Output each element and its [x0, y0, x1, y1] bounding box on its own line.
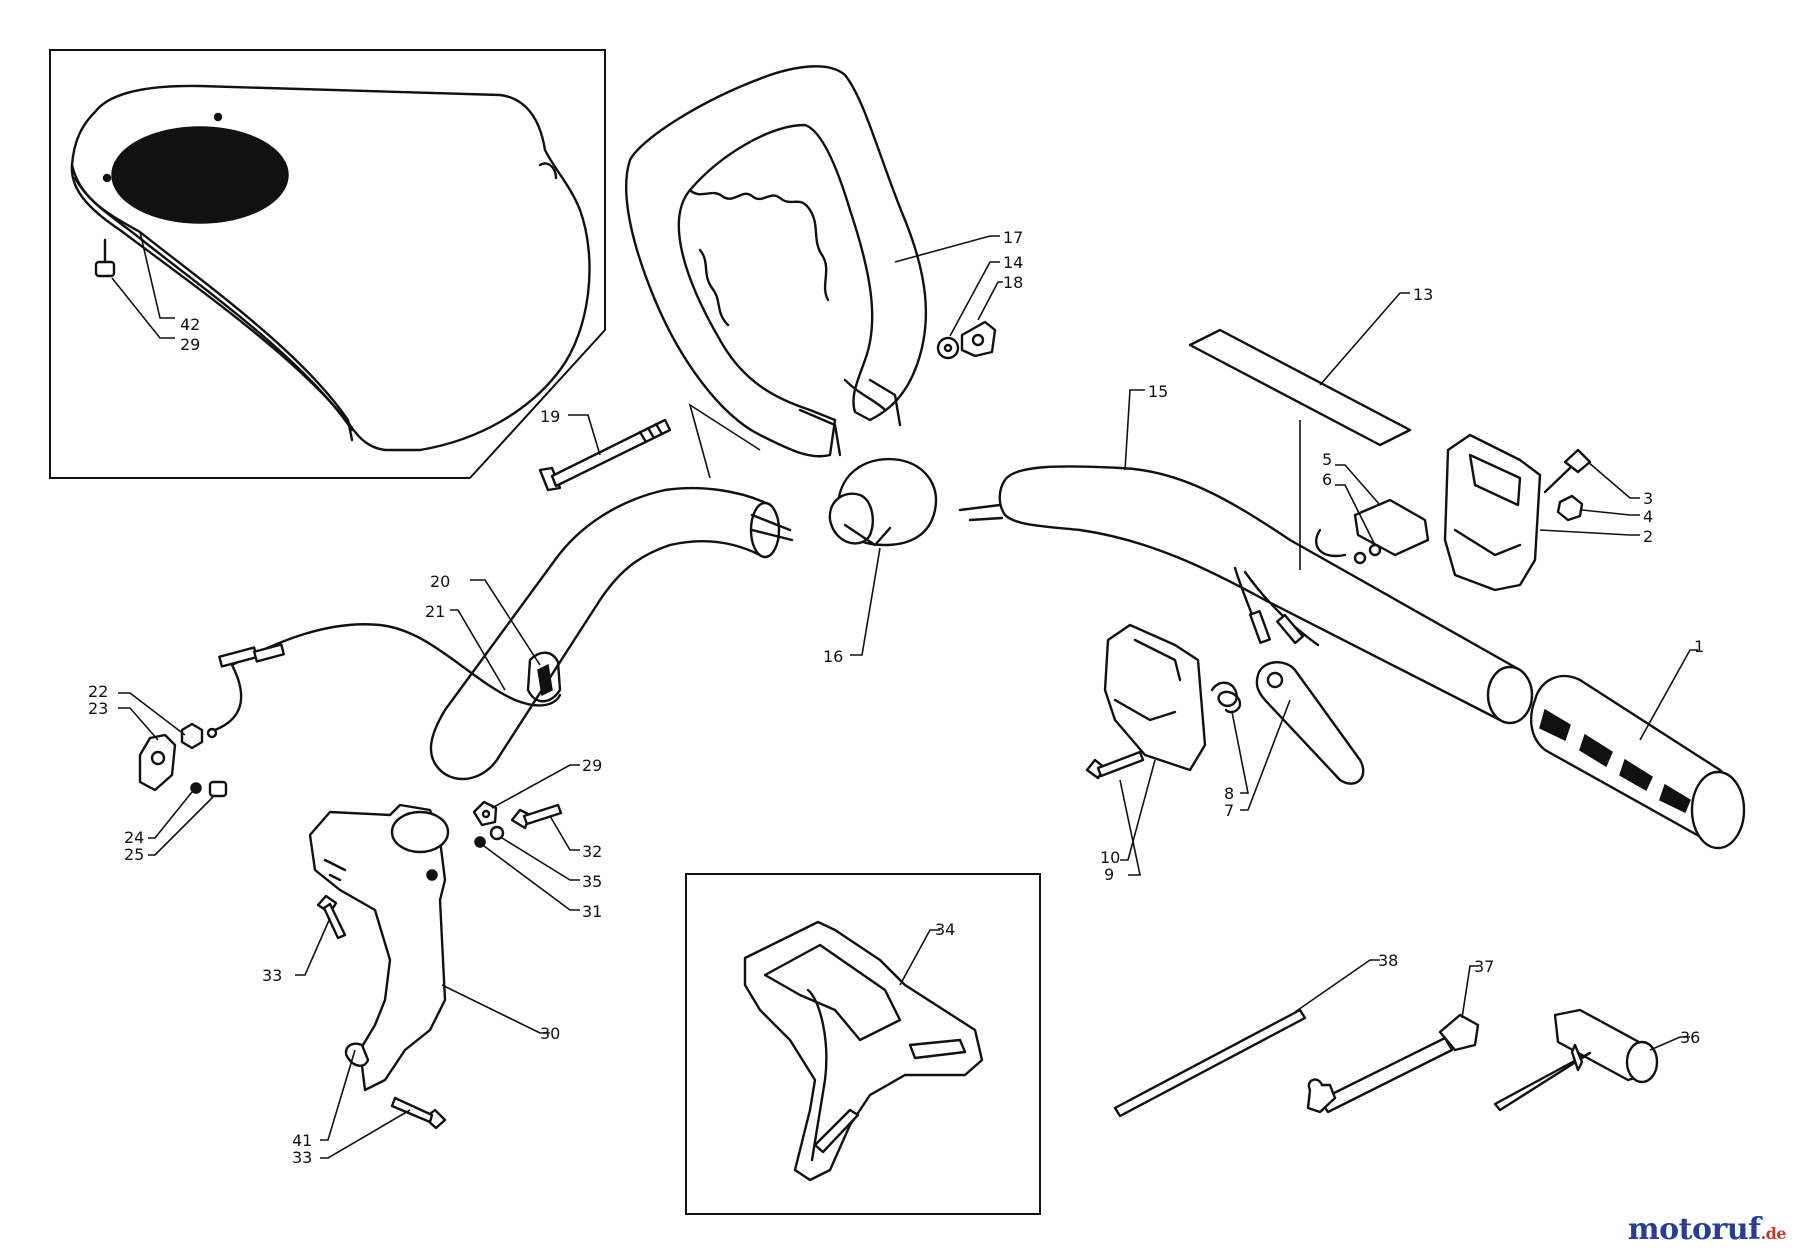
callout-3: 3 [1643, 489, 1653, 508]
watermark-tld: .de [1760, 1224, 1787, 1243]
callout-20: 20 [430, 572, 450, 591]
bolt-icon [538, 418, 672, 492]
callout-36: 36 [1680, 1028, 1700, 1047]
grip [1529, 674, 1746, 850]
left-handle-tube [429, 486, 794, 781]
callout-33-upper: 33 [262, 966, 282, 985]
callout-21: 21 [425, 602, 445, 621]
washer-icon [936, 336, 960, 360]
watermark-main: motoruf [1627, 1212, 1761, 1247]
bolt-icon [316, 894, 347, 940]
wire-leads [1233, 566, 1320, 647]
shield-inset-frame [49, 49, 606, 479]
callout-6: 6 [1322, 470, 1332, 489]
washer-icon [190, 782, 202, 794]
rod-tool [1113, 1008, 1307, 1118]
callout-33-lower: 33 [292, 1148, 312, 1167]
shield-mounting-hole [111, 126, 289, 224]
callout-13: 13 [1413, 285, 1433, 304]
screw-icon [208, 780, 228, 798]
bolt-icon [390, 1096, 447, 1130]
coupling-clamp [828, 457, 938, 547]
callout-4: 4 [1643, 507, 1653, 526]
nut-icon [180, 722, 204, 750]
throttle-cable [206, 623, 562, 739]
callout-42: 42 [180, 315, 200, 334]
screw-icon [94, 238, 116, 278]
bolt-icon [510, 803, 563, 830]
callout-16: 16 [823, 647, 843, 666]
callout-18: 18 [1003, 273, 1023, 292]
callout-2: 2 [1643, 527, 1653, 546]
lever-icon [138, 733, 177, 792]
callout-31: 31 [582, 902, 602, 921]
callout-5: 5 [1322, 450, 1332, 469]
callout-22: 22 [88, 682, 108, 701]
callout-32: 32 [582, 842, 602, 861]
loop-handle [625, 65, 928, 458]
harness-bracket [308, 803, 450, 1092]
right-handle-tube [958, 465, 1534, 725]
nut-icon [1556, 494, 1584, 522]
callout-25: 25 [124, 845, 144, 864]
shield-inset: 42 29 [49, 49, 606, 479]
callout-37: 37 [1474, 957, 1494, 976]
callout-14: 14 [1003, 253, 1023, 272]
callout-38: 38 [1378, 951, 1398, 970]
callout-1: 1 [1694, 637, 1704, 656]
callout-41: 41 [292, 1131, 312, 1150]
callout-23: 23 [88, 699, 108, 718]
watermark-logo: motoruf.de [1627, 1212, 1787, 1247]
bolt-icon [1085, 750, 1145, 780]
wing-nut-icon [960, 320, 997, 358]
callout-19: 19 [540, 407, 560, 426]
callout-7: 7 [1224, 801, 1234, 820]
screw-icon [472, 800, 498, 827]
spark-plug-wrench-icon [1493, 1008, 1659, 1112]
trigger-housing [1103, 623, 1207, 772]
callout-29: 29 [582, 756, 602, 775]
callout-34: 34 [935, 920, 955, 939]
screw-icon [1543, 448, 1592, 494]
callout-15: 15 [1148, 382, 1168, 401]
spring-icon [1210, 681, 1242, 714]
callout-17: 17 [1003, 228, 1023, 247]
washer-icon [489, 825, 505, 841]
callout-9: 9 [1104, 865, 1114, 884]
support-plate-inset-frame [685, 873, 1041, 1215]
screw-icon [1368, 543, 1382, 557]
throttle-trigger [1255, 661, 1365, 785]
decal [1188, 328, 1412, 570]
callout-29-inset: 29 [180, 335, 200, 354]
callout-35: 35 [582, 872, 602, 891]
wrench-icon [1306, 1013, 1480, 1114]
callout-30: 30 [540, 1024, 560, 1043]
callout-10: 10 [1100, 848, 1120, 867]
callout-8: 8 [1224, 784, 1234, 803]
support-plate-inset [685, 873, 1041, 1215]
callout-24: 24 [124, 828, 144, 847]
switch-housing [1443, 433, 1542, 592]
nut-icon [474, 836, 486, 848]
